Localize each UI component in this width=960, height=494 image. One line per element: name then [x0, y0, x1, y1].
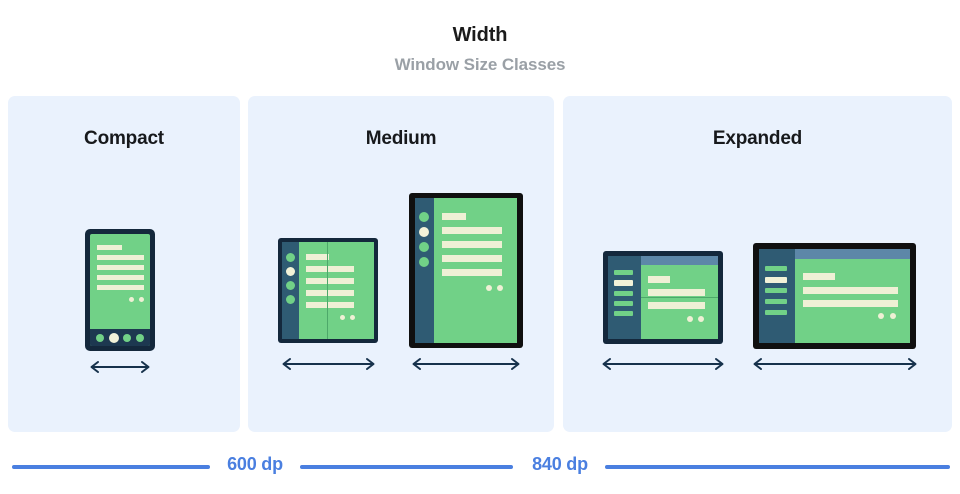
content-dot	[698, 316, 704, 322]
nav-circle	[123, 334, 131, 342]
content-line	[442, 227, 502, 234]
foldable-screen	[608, 256, 718, 339]
device-foldable-landscape	[603, 251, 723, 344]
nav-rail	[415, 198, 434, 343]
rail-bar	[614, 301, 633, 306]
nav-rail	[282, 242, 299, 339]
device-tablet-landscape	[753, 243, 916, 349]
rail-bar	[765, 310, 787, 315]
tablet-screen	[759, 249, 910, 343]
app-top-bar	[795, 249, 910, 259]
app-top-bar	[641, 256, 718, 265]
content-line	[97, 245, 122, 250]
device-tablet-portrait	[409, 193, 523, 348]
content-line	[97, 265, 144, 270]
width-arrow-icon	[281, 356, 376, 372]
ruler-segment	[12, 465, 210, 469]
rail-dot	[286, 281, 295, 290]
foldable-screen	[282, 242, 374, 339]
rail-bar	[765, 299, 787, 304]
rail-dot	[419, 242, 429, 252]
width-arrow-icon	[89, 359, 151, 375]
rail-dot-active	[286, 267, 295, 276]
nav-circle-active	[109, 333, 119, 343]
panel-expanded: Expanded	[563, 96, 952, 432]
rail-bar	[765, 266, 787, 271]
content-line	[442, 255, 502, 262]
rail-bar	[614, 291, 633, 296]
breakpoint-rulers: 600 dp 840 dp	[0, 444, 960, 494]
nav-circle	[136, 334, 144, 342]
panel-compact: Compact	[8, 96, 240, 432]
content-line	[306, 302, 354, 308]
ruler-label-600dp: 600 dp	[227, 454, 283, 474]
ruler-segment	[605, 465, 950, 469]
width-arrow-icon	[752, 356, 918, 372]
panel-medium: Medium	[248, 96, 554, 432]
rail-dot-active	[419, 227, 429, 237]
content-line	[306, 290, 354, 296]
content-line	[442, 269, 502, 276]
panel-heading-compact: Compact	[84, 128, 164, 149]
content-line	[306, 278, 354, 284]
tablet-screen	[415, 198, 517, 343]
ruler-segment	[300, 465, 513, 469]
device-phone-compact	[85, 229, 155, 351]
nav-circle	[96, 334, 104, 342]
content-dot	[350, 315, 355, 320]
content-dot	[890, 313, 896, 319]
size-class-panels: Compact	[0, 96, 960, 432]
phone-bottom-navbar	[90, 329, 150, 346]
rail-dot	[419, 212, 429, 222]
rail-bar	[614, 311, 633, 316]
content-dot	[878, 313, 884, 319]
content-dot	[139, 297, 144, 302]
rail-bar-active	[765, 277, 787, 283]
rail-bar	[765, 288, 787, 293]
ruler-label-840dp: 840 dp	[532, 454, 588, 474]
content-line	[97, 285, 144, 290]
content-line	[803, 273, 835, 280]
content-line	[442, 241, 502, 248]
page-subtitle: Window Size Classes	[394, 55, 566, 74]
content-line	[648, 276, 670, 283]
content-dot	[129, 297, 134, 302]
phone-screen	[90, 234, 150, 346]
rail-bar	[614, 270, 633, 275]
rail-dot	[419, 257, 429, 267]
content-line	[306, 254, 329, 260]
fold-crease	[327, 242, 328, 339]
content-line	[442, 213, 466, 220]
nav-rail	[608, 256, 641, 339]
device-foldable-portrait	[278, 238, 378, 343]
content-dot	[497, 285, 503, 291]
content-dot	[486, 285, 492, 291]
page-title: Width	[452, 24, 508, 46]
diagram-header: Width Window Size Classes	[0, 0, 960, 95]
content-dot	[687, 316, 693, 322]
rail-dot	[286, 295, 295, 304]
panel-heading-expanded: Expanded	[712, 128, 803, 149]
content-line	[803, 287, 898, 294]
rail-bar-active	[614, 280, 633, 286]
content-line	[648, 302, 705, 309]
content-line	[648, 289, 705, 296]
content-line	[97, 255, 144, 260]
width-arrow-icon	[411, 356, 521, 372]
content-line	[97, 275, 144, 280]
nav-rail	[759, 249, 795, 343]
content-line	[803, 300, 898, 307]
rail-dot	[286, 253, 295, 262]
panel-heading-medium: Medium	[365, 128, 437, 149]
width-arrow-icon	[601, 356, 725, 372]
fold-crease	[641, 297, 718, 298]
content-dot	[340, 315, 345, 320]
content-line	[306, 266, 354, 272]
